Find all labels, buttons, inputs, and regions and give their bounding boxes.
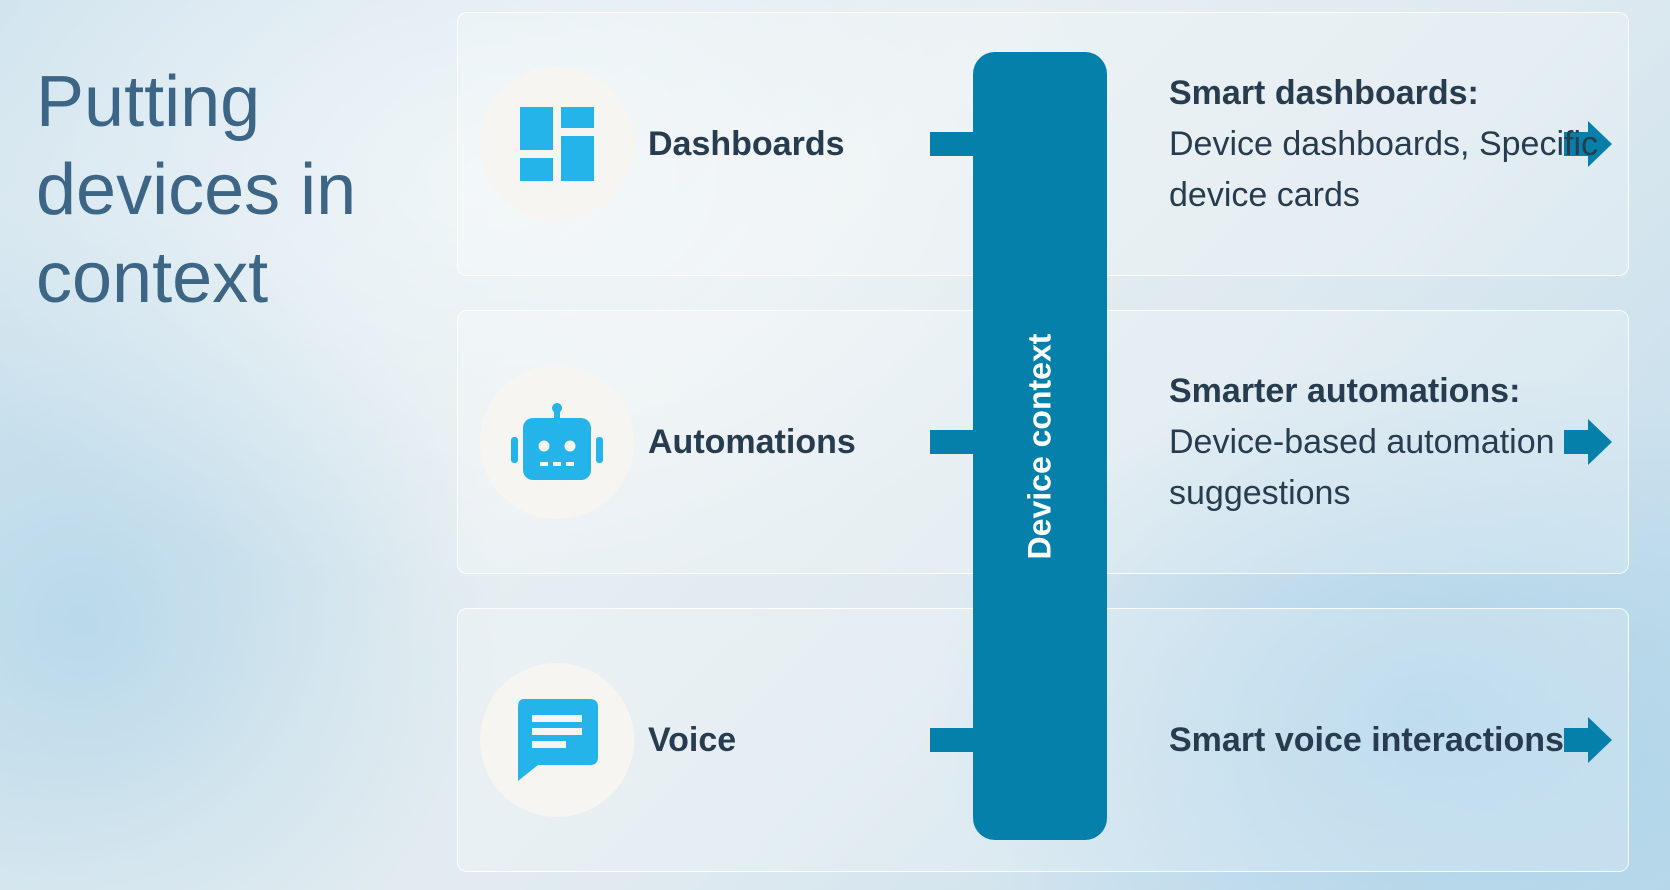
desc-title-automations: Smarter automations: — [1169, 371, 1521, 410]
desc-body-automations: Device-based automation suggestions — [1169, 422, 1555, 512]
arrow-in-automations — [930, 430, 976, 454]
arrow-out-icon — [1564, 121, 1612, 167]
desc-title-voice: Smart voice interactions — [1169, 720, 1564, 759]
desc-body-dashboards: Device dashboards, Specific device cards — [1169, 124, 1599, 214]
arrow-out-icon — [1564, 419, 1612, 465]
arrow-out-icon — [1564, 717, 1612, 763]
icon-circle — [480, 365, 634, 519]
desc-title-dashboards: Smart dashboards: — [1169, 73, 1479, 112]
row-desc-dashboards: Smart dashboards: Device dashboards, Spe… — [1169, 13, 1624, 275]
device-context-label: Device context — [1021, 333, 1058, 559]
device-context-bar: Device context — [973, 52, 1107, 840]
row-desc-voice: Smart voice interactions — [1169, 609, 1624, 871]
row-desc-automations: Smarter automations: Device-based automa… — [1169, 311, 1624, 573]
arrow-in-dashboards — [930, 132, 976, 156]
row-label-dashboards: Dashboards — [648, 124, 845, 163]
dashboard-icon — [520, 107, 594, 181]
icon-circle — [480, 67, 634, 221]
icon-circle — [480, 663, 634, 817]
row-label-automations: Automations — [648, 422, 856, 461]
row-label-voice: Voice — [648, 720, 737, 759]
robot-icon — [511, 403, 603, 480]
chat-icon — [518, 699, 598, 781]
arrow-in-voice — [930, 728, 976, 752]
page-title: Putting devices in context — [36, 62, 357, 318]
